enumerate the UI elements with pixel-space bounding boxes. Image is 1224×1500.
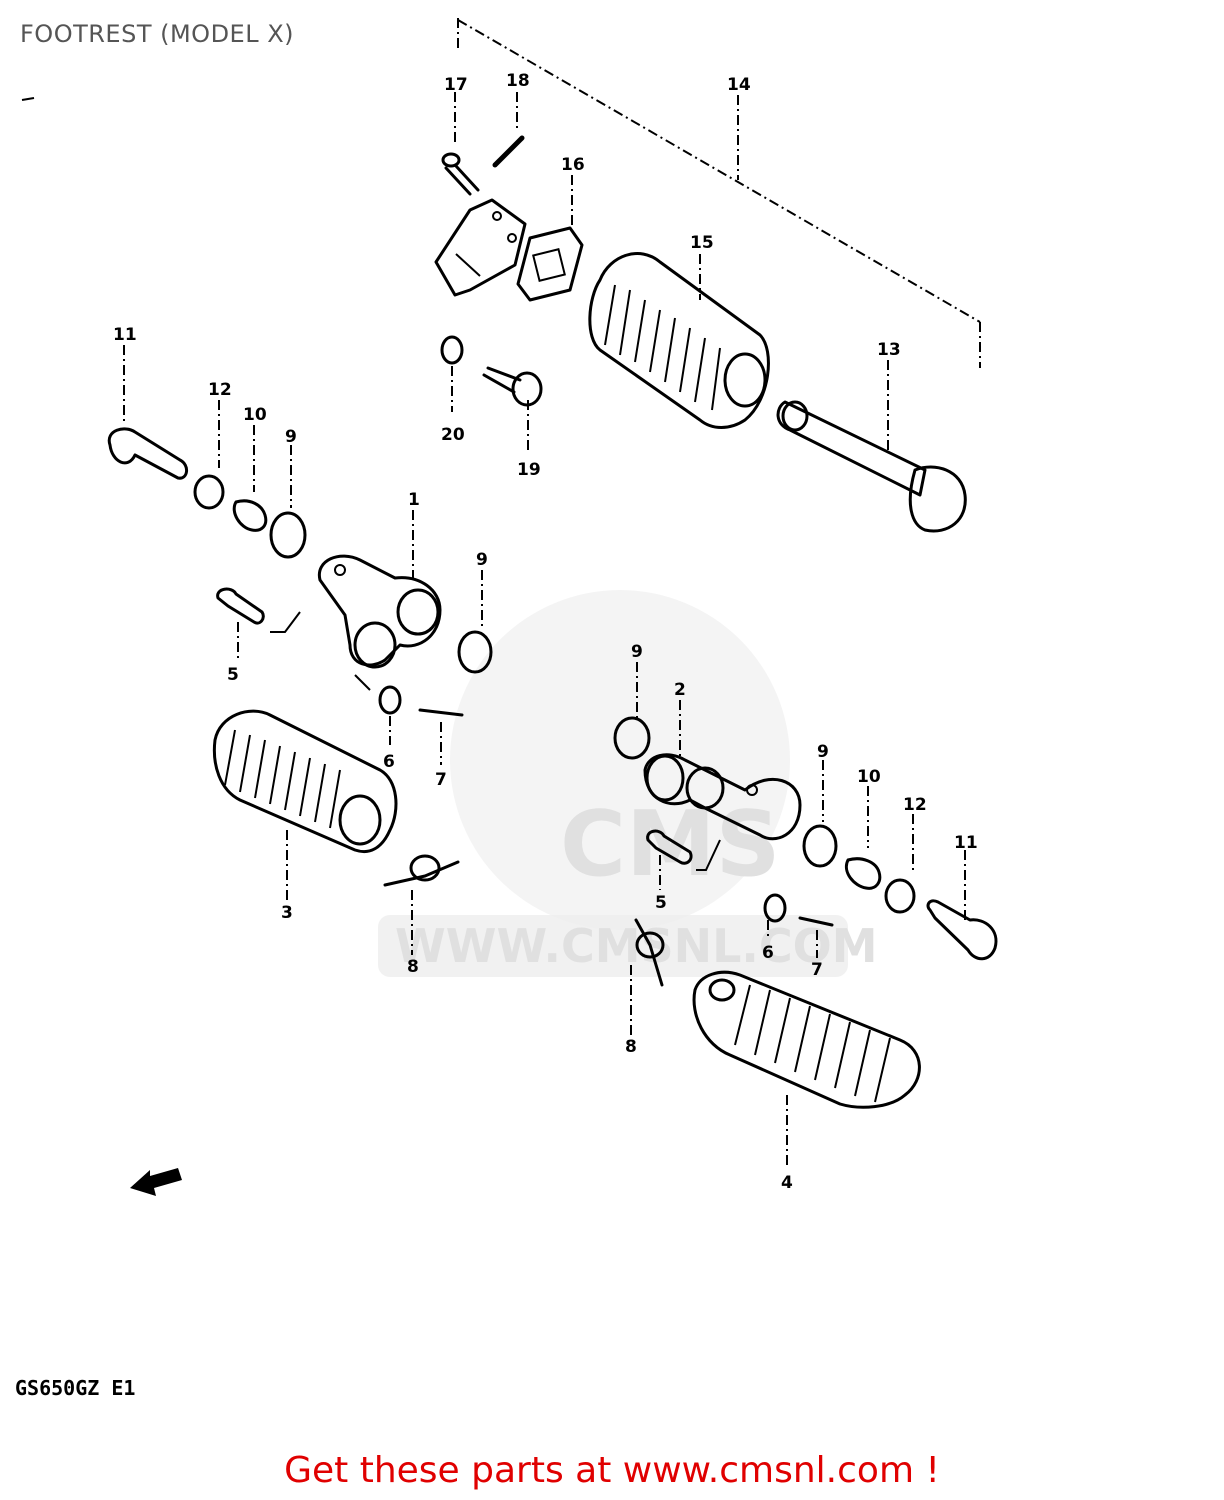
callout-8-left: 8 — [407, 957, 419, 977]
callout-12-right: 12 — [903, 795, 927, 815]
part-4-rubber-right — [692, 970, 921, 1168]
callout-11-right: 11 — [954, 833, 978, 853]
callout-1: 1 — [408, 490, 420, 510]
callout-4: 4 — [781, 1173, 793, 1193]
part-7-spring-right — [798, 916, 834, 958]
callout-5-left: 5 — [227, 665, 239, 685]
callout-18: 18 — [506, 71, 530, 91]
part-5-pin-right — [646, 829, 721, 890]
part-11-bolt-left — [107, 345, 188, 480]
callout-10-left: 10 — [243, 405, 267, 425]
callout-9-right: 9 — [817, 742, 829, 762]
part-12-washer-right — [884, 814, 916, 914]
part-10-collar-left — [232, 425, 268, 532]
callout-17: 17 — [444, 75, 468, 95]
callout-20: 20 — [441, 425, 465, 445]
callout-2: 2 — [674, 680, 686, 700]
callout-9-right-upper: 9 — [631, 642, 643, 662]
part-9-bush-center — [457, 570, 493, 674]
callout-13: 14 — [727, 75, 751, 95]
watermark: CMS WWW.CMSNL.COM — [378, 590, 878, 977]
callout-6-left: 6 — [383, 752, 395, 772]
callout-14: 13 — [877, 340, 901, 360]
part-8-spring-right — [630, 918, 665, 1035]
part-6-clip-right — [763, 893, 787, 940]
part-15-rubber — [588, 252, 770, 429]
watermark-logo: CMS — [560, 792, 780, 897]
model-code: GS650GZ E1 — [15, 1376, 135, 1400]
part-5-pin-left — [216, 587, 301, 660]
callout-7-right: 7 — [811, 960, 823, 980]
part-16-gasket — [516, 175, 584, 302]
part-1-bracket-left — [317, 510, 442, 669]
callout-6-right: 6 — [762, 943, 774, 963]
front-arrow-icon — [130, 1168, 182, 1196]
parts-diagram: CMS WWW.CMSNL.COM — [15, 18, 998, 1400]
part-19-bolt — [482, 366, 543, 452]
part-6-clip-left — [354, 674, 402, 745]
callout-5-right: 5 — [655, 893, 667, 913]
rear-bracket — [434, 198, 527, 297]
part-3-rubber-left — [212, 709, 398, 900]
page-title: FOOTREST (MODEL X) — [20, 20, 295, 48]
part-9-bush-left — [269, 445, 307, 559]
part-10-collar-right — [845, 786, 882, 890]
callout-9-center: 9 — [476, 550, 488, 570]
callout-16: 16 — [561, 155, 585, 175]
watermark-logo-circle — [450, 590, 790, 930]
callout-11-left: 11 — [113, 325, 137, 345]
part-7-spring-left — [418, 708, 464, 765]
part-12-washer-left — [193, 400, 225, 510]
callout-8-right: 8 — [625, 1037, 637, 1057]
callout-19: 19 — [517, 460, 541, 480]
part-17-pin — [441, 92, 480, 196]
part-20-washer — [440, 335, 464, 412]
part-8-spring-left — [383, 854, 460, 955]
stray-mark — [21, 97, 35, 101]
callout-15: 15 — [690, 233, 714, 253]
part-14-peg — [776, 360, 967, 533]
part-2-bracket-right — [643, 700, 802, 841]
callout-3: 3 — [281, 903, 293, 923]
get-parts-link[interactable]: Get these parts at www.cmsnl.com ! — [284, 1450, 940, 1491]
assembly-bracket-13 — [457, 18, 981, 368]
callout-9-left: 9 — [285, 427, 297, 447]
part-9-bush-right — [802, 760, 838, 868]
callout-10-right: 10 — [857, 767, 881, 787]
watermark-banner — [378, 915, 848, 977]
callout-12-left: 12 — [208, 380, 232, 400]
part-11-bolt-right — [926, 850, 998, 961]
part-9-bush-right-upper — [613, 662, 651, 760]
callout-labels: 14 17 18 16 15 13 20 19 11 12 10 9 1 9 5… — [113, 71, 978, 1193]
callout-7-left: 7 — [435, 770, 447, 790]
part-18-screw — [492, 92, 525, 168]
